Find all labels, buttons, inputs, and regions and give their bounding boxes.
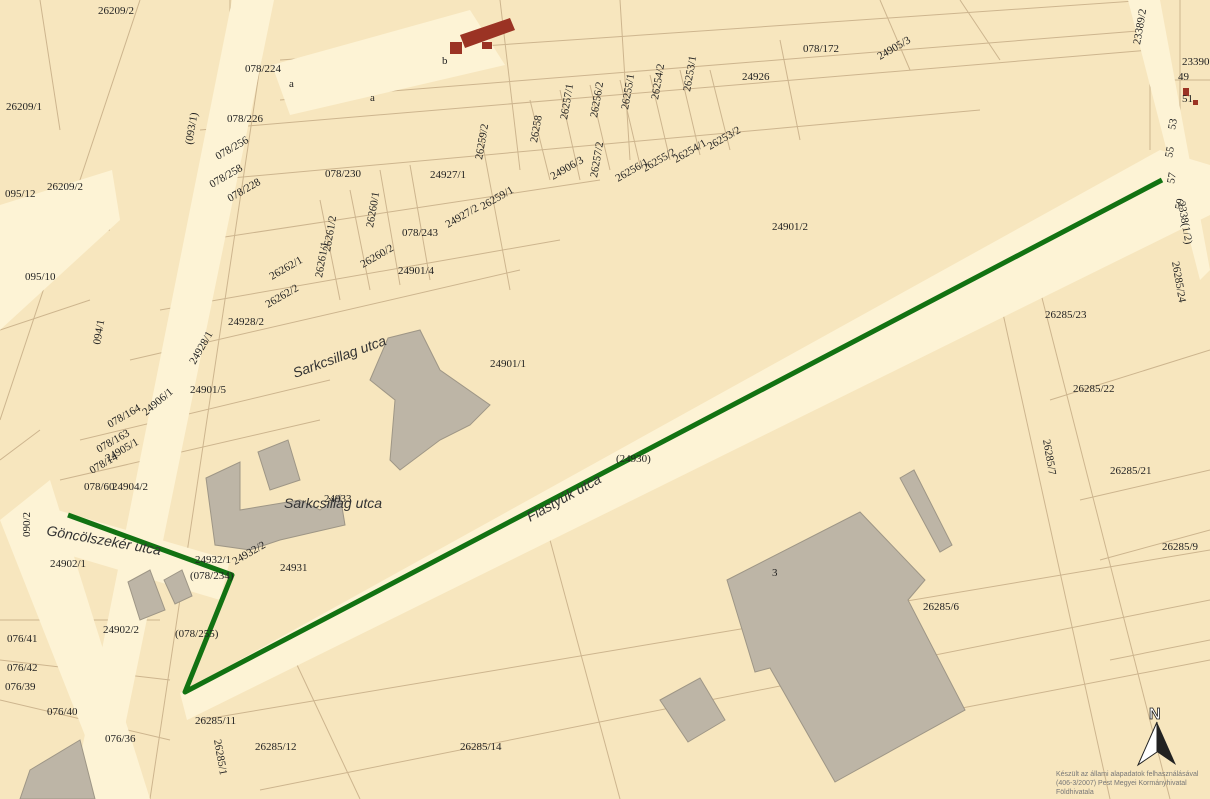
parcel-label: 3 — [772, 567, 778, 579]
parcel-label: 24901/1 — [490, 358, 526, 370]
parcel-label: 59 — [1173, 197, 1187, 210]
parcel-label: 078/60 — [84, 481, 115, 493]
red-building-d — [1183, 88, 1189, 96]
red-building-c — [482, 42, 492, 49]
parcel-label: 24932/1 — [195, 554, 231, 566]
building-strip — [899, 469, 953, 553]
road-east — [1128, 0, 1210, 280]
parcel-label: a — [370, 92, 375, 104]
parcel-label: 078/224 — [245, 63, 282, 75]
building-small-sw — [659, 677, 726, 743]
parcel-label: 51 — [1182, 93, 1193, 105]
parcel-label: 24926 — [742, 71, 770, 83]
parcel-label: 090/2 — [21, 512, 33, 537]
parcel-label: 076/42 — [7, 662, 38, 674]
parcel-label: 23390 — [1182, 56, 1210, 68]
credit-line-1: Készült az állami alapadatok felhasználá… — [1056, 771, 1199, 778]
building-complex-a — [205, 461, 346, 551]
parcel-label: 078/230 — [325, 168, 362, 180]
road-north-south-left — [72, 0, 274, 799]
parcel-label: 53 — [1166, 117, 1180, 130]
parcel-label: 076/36 — [105, 733, 136, 745]
red-building-e — [1193, 100, 1198, 105]
parcel-label: 24902/1 — [50, 558, 86, 570]
parcel-label: 26209/1 — [6, 101, 42, 113]
parcel-label: 26285/12 — [255, 741, 297, 753]
red-building-b — [450, 42, 462, 54]
street-label-sarkcsillag-south: Sarkcsillag utca — [284, 495, 382, 511]
north-arrow-icon: N — [1136, 706, 1176, 767]
parcel-label: 26285/14 — [460, 741, 502, 753]
parcel-label: 076/40 — [47, 706, 78, 718]
parcel-label: 094/1 — [91, 319, 107, 346]
parcel-label: 24904/2 — [112, 481, 148, 493]
parcel-label: 49 — [1178, 71, 1190, 83]
parcel-label: 095/10 — [25, 271, 56, 283]
parcel-label: 26285/22 — [1073, 383, 1115, 395]
parcel-label: 26285/21 — [1110, 465, 1152, 477]
parcel-label: 076/39 — [5, 681, 36, 693]
route-line — [67, 177, 1164, 695]
parcel-label: (093/1) — [183, 111, 200, 145]
parcel-label: 24933 — [324, 493, 352, 505]
parcel-label: 24901/4 — [398, 265, 435, 277]
building-small-a — [127, 569, 166, 621]
building-church — [369, 329, 491, 471]
parcel-label: (24930) — [616, 453, 651, 465]
parcel-label: a — [289, 78, 294, 90]
parcel-label: 24927/1 — [430, 169, 466, 181]
parcel-label: (078/234) — [190, 570, 234, 582]
parcel-label: 55 — [1163, 145, 1177, 158]
parcel-label: 24928/2 — [228, 316, 264, 328]
parcel-label: 076/41 — [7, 633, 38, 645]
parcel-label: 26285/9 — [1162, 541, 1199, 553]
road-sw — [0, 480, 150, 799]
parcel-label: 095/12 — [5, 188, 36, 200]
parcel-label: (078/255) — [175, 628, 219, 640]
red-buildings — [450, 18, 1198, 105]
parcel-label: 26209/2 — [47, 181, 83, 193]
buildings — [19, 329, 966, 799]
building-complex-b — [257, 439, 301, 491]
parcel-label: 24901/2 — [772, 221, 808, 233]
parcel-label: 26285/6 — [923, 601, 960, 613]
parcel-label: 26258 — [528, 114, 545, 144]
road-north-plaza — [272, 10, 505, 115]
red-building-a — [460, 18, 515, 48]
parcel-label: 26285/23 — [1045, 309, 1087, 321]
parcel-label: 57 — [1165, 171, 1179, 184]
building-small-b — [163, 569, 193, 605]
parcel-label: 078/243 — [402, 227, 439, 239]
building-warehouse — [726, 511, 966, 783]
map-credit: Készült az állami alapadatok felhasználá… — [1056, 770, 1206, 797]
parcel-label: 078/172 — [803, 43, 839, 55]
parcel-label: 24931 — [280, 562, 308, 574]
parcel-label: 26209/2 — [98, 5, 134, 17]
parcel-label: 24901/5 — [190, 384, 227, 396]
parcel-label: 26285/11 — [195, 715, 236, 727]
credit-line-2: (406-3/2007) Pest Megyei Kormányhivatal … — [1056, 780, 1187, 796]
parcel-label: b — [442, 55, 448, 67]
parcel-label: 078/226 — [227, 113, 264, 125]
parcel-label: 24902/2 — [103, 624, 139, 636]
building-corner — [19, 739, 96, 799]
north-arrow-label: N — [1149, 706, 1161, 723]
road-west — [0, 170, 120, 330]
